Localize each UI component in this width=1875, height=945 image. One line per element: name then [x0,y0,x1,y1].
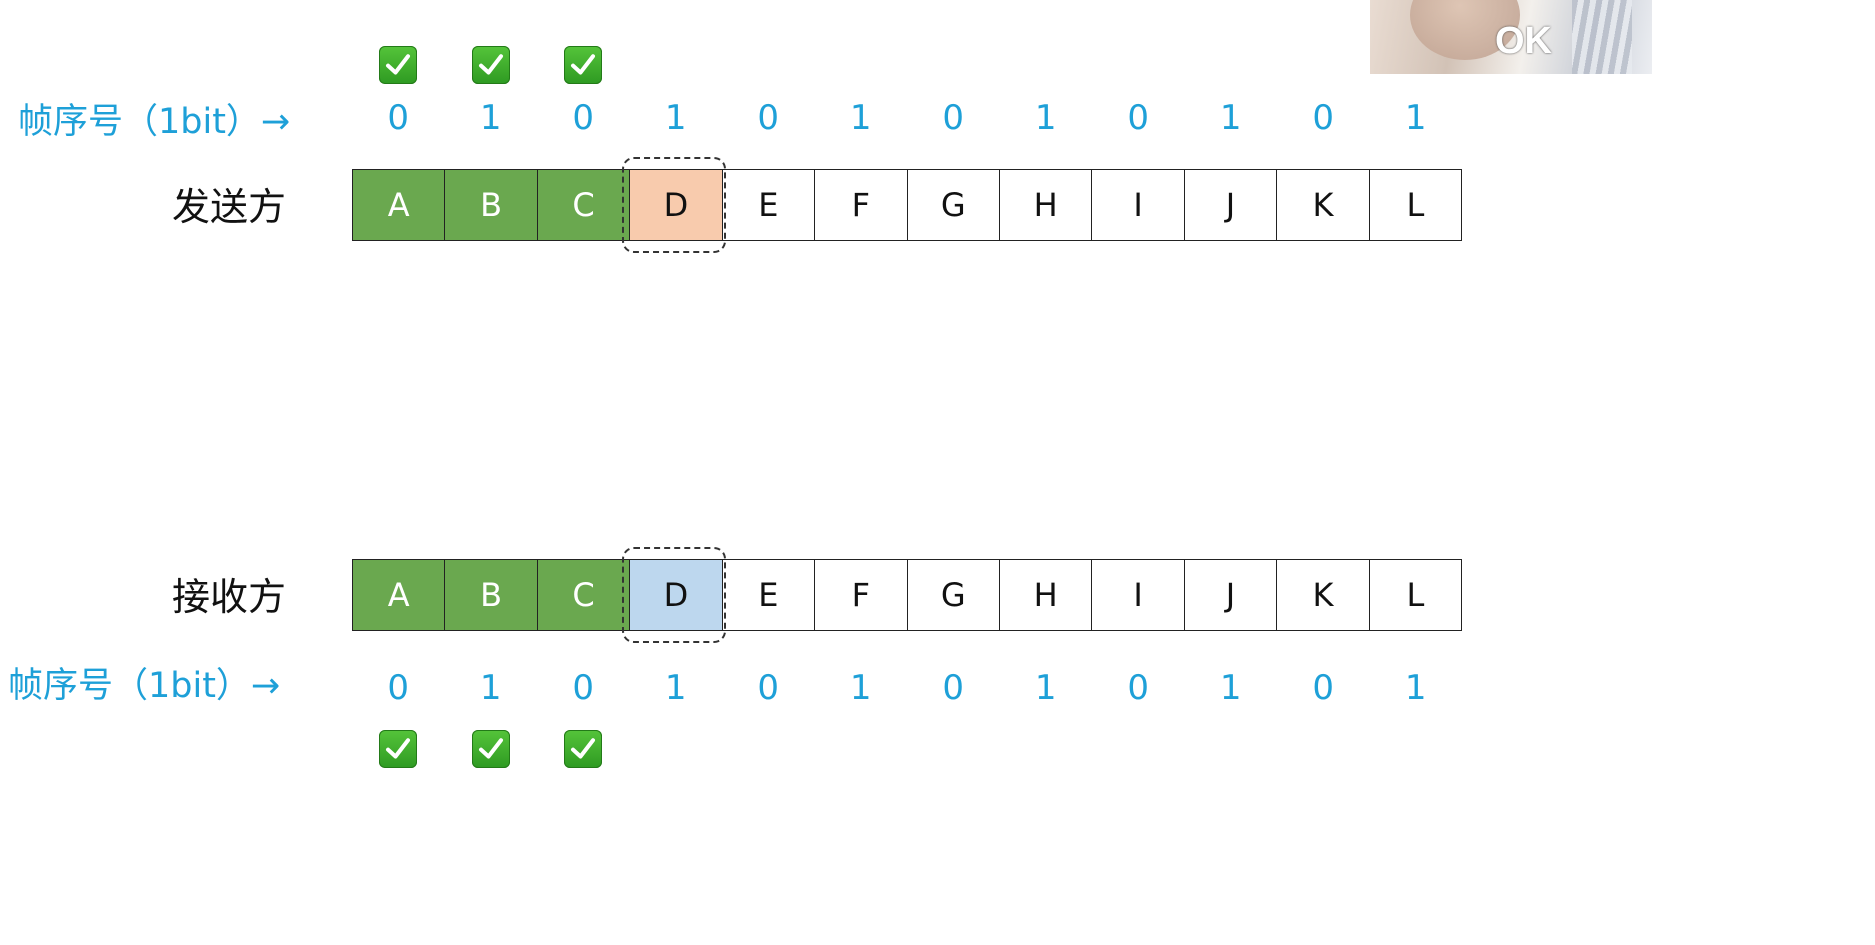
receiver-seq-bit: 0 [572,668,595,708]
sender-seq-bit: 1 [664,98,687,138]
receiver-ack-checks [352,730,630,768]
check-mark-icon [471,730,510,768]
sender-label: 发送方 [172,185,287,229]
receiver-seq-bit: 1 [1034,668,1057,708]
sender-seq-label: 帧序号（1bit）→ [18,102,291,142]
check-mark-icon [564,730,603,768]
sender-seq-bit: 0 [387,98,410,138]
sender-seq-bit: 0 [572,98,595,138]
sender-seq-bit: 0 [1312,98,1335,138]
receiver-frame: I [1092,560,1185,630]
receiver-seq-bit: 1 [664,668,687,708]
webcam-overlay: OK [1370,0,1652,74]
sender-frame: H [999,170,1093,240]
receiver-frame-row: A B C D E F G H I J K L [352,559,1463,631]
sender-frame: B [445,170,538,240]
receiver-seq-bit: 0 [1127,668,1150,708]
receiver-frame: C [537,560,631,630]
receiver-seq-bit: 1 [479,668,502,708]
sender-frame: L [1369,170,1463,240]
check-mark-icon [564,46,603,84]
sender-seq-bit: 1 [849,98,872,138]
receiver-sequence-row: 0 1 0 1 0 1 0 1 0 1 0 1 [352,671,1462,705]
sender-seq-bit: 0 [942,98,965,138]
receiver-window-outline [622,547,726,643]
receiver-seq-label: 帧序号（1bit）→ [8,666,281,706]
receiver-frame: J [1184,560,1278,630]
sender-frame: K [1277,170,1370,240]
receiver-frame: F [815,560,908,630]
overlay-ok-text: OK [1495,20,1552,62]
sender-frame-row: A B C D E F G H I J K L [352,169,1463,241]
sender-frame: A [353,170,446,240]
receiver-frame: B [445,560,538,630]
check-mark-icon [379,46,418,84]
receiver-frame: E [722,560,816,630]
receiver-frame: K [1277,560,1370,630]
sender-seq-bit: 1 [1404,98,1427,138]
sender-frame: G [907,170,1000,240]
receiver-frame: H [999,560,1093,630]
sender-seq-bit: 0 [757,98,780,138]
receiver-frame: A [353,560,446,630]
receiver-seq-bit: 1 [1219,668,1242,708]
sender-seq-bit: 1 [1219,98,1242,138]
sender-seq-bit: 1 [1034,98,1057,138]
sender-seq-bit: 0 [1127,98,1150,138]
receiver-seq-bit: 0 [1312,668,1335,708]
receiver-frame: L [1369,560,1463,630]
sender-frame: F [815,170,908,240]
receiver-seq-bit: 1 [849,668,872,708]
check-mark-icon [471,46,510,84]
receiver-seq-bit: 0 [942,668,965,708]
sender-seq-bit: 1 [479,98,502,138]
webcam-background [1572,0,1632,74]
check-mark-icon [379,730,418,768]
receiver-frame: D [630,560,723,630]
sender-frame: C [537,170,631,240]
sender-frame: D [630,170,723,240]
receiver-frame: G [907,560,1000,630]
sender-window-outline [622,157,726,253]
sender-ack-checks [352,46,630,84]
receiver-seq-bit: 0 [387,668,410,708]
receiver-label: 接收方 [172,575,287,619]
sender-frame: J [1184,170,1278,240]
sender-frame: I [1092,170,1185,240]
sender-frame: E [722,170,816,240]
sender-sequence-row: 0 1 0 1 0 1 0 1 0 1 0 1 [352,101,1462,135]
receiver-seq-bit: 1 [1404,668,1427,708]
receiver-seq-bit: 0 [757,668,780,708]
